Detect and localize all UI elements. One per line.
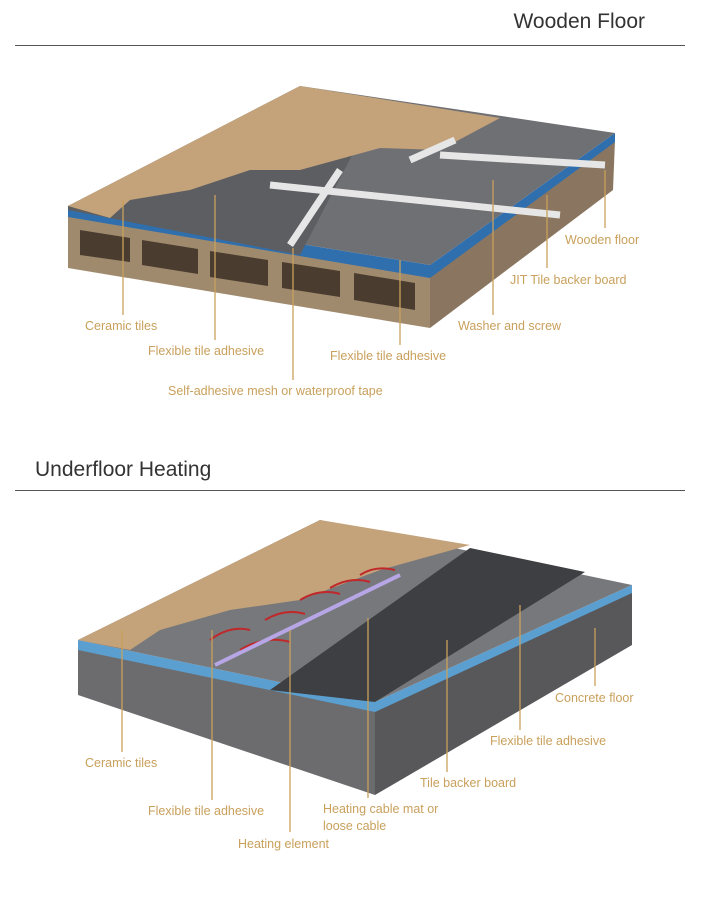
- label-wooden-floor: Wooden floor: [565, 233, 640, 247]
- label-washer-screw: Washer and screw: [458, 319, 562, 333]
- leader-lines: [121, 170, 606, 832]
- mesh-tape: [269, 136, 606, 247]
- title-divider: [15, 45, 685, 46]
- label-concrete-floor: Concrete floor: [555, 691, 634, 705]
- label-tile-backer-board: Tile backer board: [420, 776, 517, 790]
- backer-board: [270, 548, 585, 702]
- underfloor-heating-title: Underfloor Heating: [35, 458, 212, 481]
- label-backer-board: JIT Tile backer board: [510, 273, 627, 287]
- label-flexible-tile-adhesive: Flexible tile adhesive: [148, 804, 265, 818]
- wooden-floor-title: Wooden Floor: [513, 10, 645, 33]
- label-heating-element: Heating element: [238, 837, 330, 851]
- label-heating-cable-mat: loose cable: [323, 819, 387, 833]
- concrete-front-face: [78, 645, 375, 795]
- ceramic-tiles: [78, 520, 470, 650]
- label-heating-cable-mat: Heating cable mat or: [323, 802, 439, 816]
- title-divider: [15, 490, 685, 491]
- label-mesh-tape: Self-adhesive mesh or waterproof tape: [168, 384, 383, 398]
- label-ceramic-tiles: Ceramic tiles: [85, 319, 158, 333]
- concrete-right-face: [375, 590, 632, 795]
- wooden-floor-illustration: [68, 86, 615, 328]
- label-flexible-tile-adhesive: Flexible tile adhesive: [490, 734, 607, 748]
- wood-right-face: [430, 140, 615, 328]
- ceramic-tiles: [68, 86, 500, 218]
- label-flexible-tile-adhesive: Flexible tile adhesive: [330, 349, 447, 363]
- label-flexible-tile-adhesive: Flexible tile adhesive: [148, 344, 265, 358]
- blue-membrane: [68, 133, 615, 278]
- label-ceramic-tiles: Ceramic tiles: [85, 756, 158, 770]
- underfloor-heating-illustration: [78, 520, 632, 795]
- heating-element-strip: [214, 573, 401, 667]
